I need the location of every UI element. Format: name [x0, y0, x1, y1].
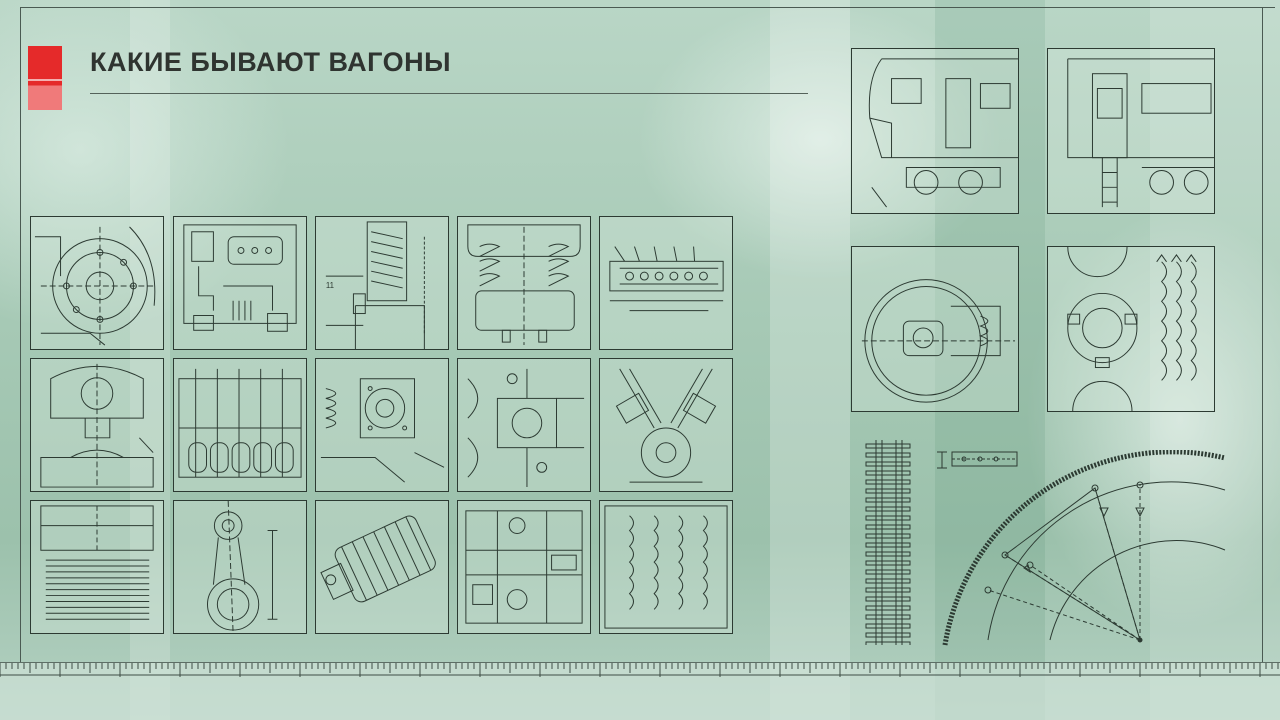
gearbox-drawing	[457, 500, 591, 634]
seal-parts-drawing	[1047, 246, 1215, 412]
gear-housing-drawing	[30, 216, 164, 350]
electrical-panel-drawing	[173, 216, 307, 350]
locomotive-side-drawing	[1047, 48, 1215, 214]
radiator-drawing	[599, 500, 733, 634]
light-band	[770, 0, 850, 720]
injector-drawing	[599, 216, 733, 350]
bogie-frame-drawing	[315, 358, 449, 492]
shadow-band	[935, 0, 1045, 720]
wheelset-drawing	[851, 246, 1019, 412]
bottom-ruler	[0, 662, 1280, 720]
svg-text:11: 11	[326, 281, 334, 290]
frame-right-line	[1262, 7, 1263, 662]
bearing-cover-drawing	[30, 358, 164, 492]
slide-title: КАКИЕ БЫВАЮТ ВАГОНЫ	[90, 47, 452, 77]
curve-geometry-drawing	[940, 449, 1230, 650]
brake-caliper-drawing	[457, 358, 591, 492]
coil-spring-drawing	[315, 500, 449, 634]
piston-assembly-drawing	[30, 500, 164, 634]
v-engine-drawing	[599, 358, 733, 492]
spring-valve-drawing: 11	[315, 216, 449, 350]
title-accent-bar	[28, 46, 62, 110]
title-underline	[90, 93, 808, 94]
spring-suspension-drawing	[457, 216, 591, 350]
light-band	[1150, 0, 1280, 720]
connecting-rod-drawing	[173, 500, 307, 634]
locomotive-front-drawing	[851, 48, 1019, 214]
frame-top-line	[20, 7, 1275, 8]
rail-track-drawing	[858, 440, 918, 647]
cylinder-block-drawing	[173, 358, 307, 492]
rail-profile-drawing	[932, 440, 1022, 480]
frame-left-line	[20, 7, 21, 662]
